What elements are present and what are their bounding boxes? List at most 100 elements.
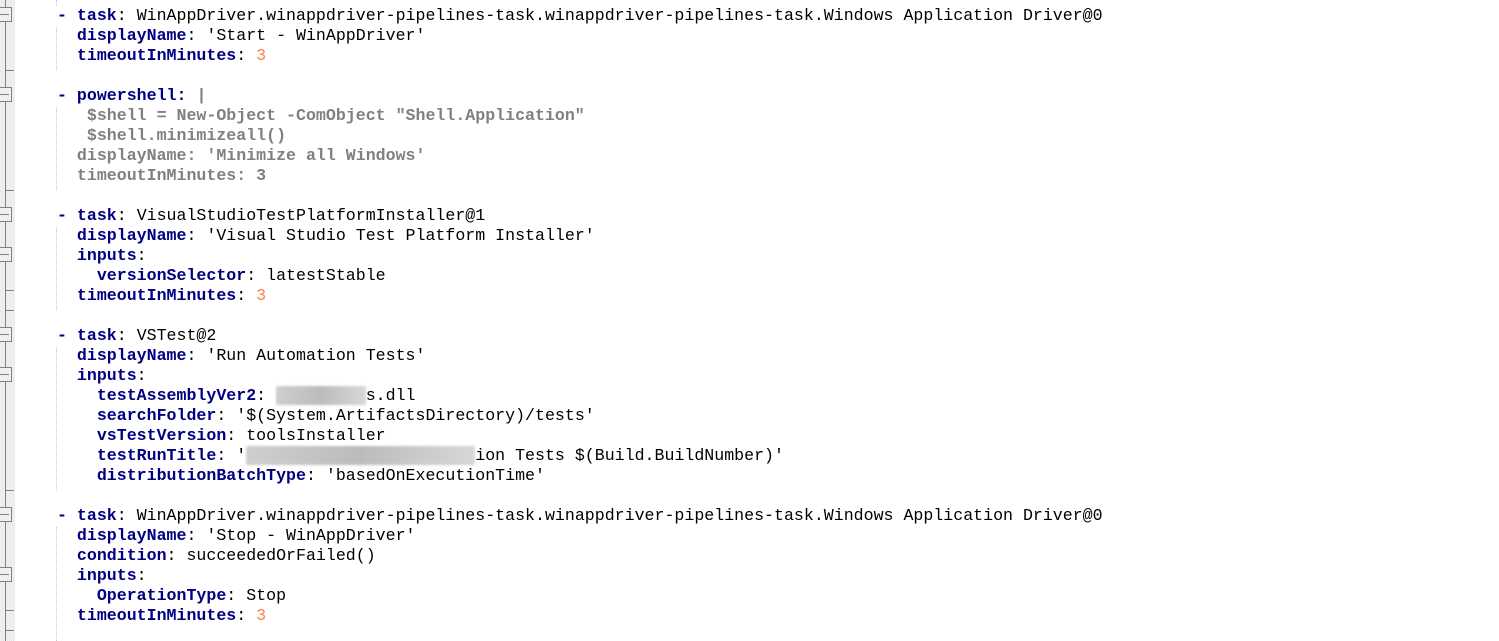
yaml-value: 'Stop - WinAppDriver' <box>206 526 416 545</box>
code-text-disabled: $shell.minimizeall() <box>86 126 287 145</box>
code-line[interactable]: - task: VisualStudioTestPlatformInstalle… <box>57 206 1103 226</box>
yaml-value: WinAppDriver.winappdriver-pipelines-task… <box>136 6 1103 25</box>
code-line[interactable]: - powershell: | <box>57 86 1103 106</box>
yaml-separator: : <box>136 246 147 265</box>
yaml-separator: : <box>256 386 277 405</box>
code-line[interactable]: displayName: 'Minimize all Windows' <box>57 146 1103 166</box>
yaml-separator: : <box>186 346 207 365</box>
yaml-separator: : <box>226 586 247 605</box>
yaml-value: ' <box>236 446 247 465</box>
collapse-fold-icon[interactable] <box>0 247 12 262</box>
yaml-separator: : <box>176 86 197 105</box>
yaml-key: inputs <box>76 246 137 265</box>
code-line[interactable]: displayName: 'Start - WinAppDriver' <box>57 26 1103 46</box>
collapse-fold-icon[interactable] <box>0 367 12 382</box>
list-dash: - <box>57 86 77 105</box>
code-line[interactable]: searchFolder: '$(System.ArtifactsDirecto… <box>57 406 1103 426</box>
code-line[interactable]: - task: WinAppDriver.winappdriver-pipeli… <box>57 6 1103 26</box>
list-dash: - <box>57 506 77 525</box>
code-line[interactable]: inputs: <box>57 566 1103 586</box>
code-line[interactable]: testAssemblyVer2: AFVUITests.dll <box>57 386 1103 406</box>
yaml-key: OperationType <box>96 586 227 605</box>
collapse-fold-icon[interactable] <box>0 87 12 102</box>
code-line[interactable] <box>57 186 1103 206</box>
code-line[interactable] <box>57 306 1103 326</box>
yaml-key: displayName <box>76 226 187 245</box>
yaml-value: latestStable <box>266 266 386 285</box>
indent-guide <box>56 0 57 6</box>
code-line[interactable]: OperationType: Stop <box>57 586 1103 606</box>
fold-end-marker <box>5 70 14 71</box>
yaml-value: WinAppDriver.winappdriver-pipelines-task… <box>136 506 1103 525</box>
yaml-key: powershell <box>76 86 177 105</box>
list-dash: - <box>57 6 77 25</box>
fold-line <box>5 0 6 641</box>
fold-gutter <box>0 0 15 641</box>
yaml-separator: : <box>116 326 137 345</box>
yaml-key: distributionBatchType <box>96 466 306 485</box>
code-line[interactable]: timeoutInMinutes: 3 <box>57 166 1103 186</box>
yaml-separator: : <box>236 286 257 305</box>
yaml-value: '$(System.ArtifactsDirectory)/tests' <box>236 406 595 425</box>
code-line[interactable] <box>57 486 1103 506</box>
fold-end-marker <box>5 630 14 631</box>
yaml-key: timeoutInMinutes <box>76 46 237 65</box>
collapse-fold-icon[interactable] <box>0 507 12 522</box>
indent-guide <box>56 27 57 70</box>
yaml-value: s.dll <box>365 386 416 405</box>
collapse-fold-icon[interactable] <box>0 567 12 582</box>
code-line[interactable]: $shell = New-Object -ComObject "Shell.Ap… <box>57 106 1103 126</box>
yaml-key: testRunTitle <box>96 446 217 465</box>
code-line[interactable]: displayName: 'Visual Studio Test Platfor… <box>57 226 1103 246</box>
code-line[interactable]: - task: VSTest@2 <box>57 326 1103 346</box>
yaml-separator: : <box>236 606 257 625</box>
code-line[interactable] <box>57 66 1103 86</box>
code-text-disabled: timeoutInMinutes: 3 <box>76 166 267 185</box>
yaml-separator: : <box>136 366 147 385</box>
yaml-value: VisualStudioTestPlatformInstaller@1 <box>136 206 486 225</box>
yaml-key: displayName <box>76 26 187 45</box>
yaml-separator: : <box>216 406 237 425</box>
code-line[interactable]: - task: WinAppDriver.winappdriver-pipeli… <box>57 506 1103 526</box>
yaml-separator: : <box>186 26 207 45</box>
code-line[interactable]: vsTestVersion: toolsInstaller <box>57 426 1103 446</box>
code-line[interactable]: timeoutInMinutes: 3 <box>57 286 1103 306</box>
code-line[interactable]: inputs: <box>57 246 1103 266</box>
code-line[interactable]: displayName: 'Run Automation Tests' <box>57 346 1103 366</box>
code-line[interactable]: testRunTitle: 'AutoPIPE Vessel Automatio… <box>57 446 1103 466</box>
yaml-separator: : <box>236 46 257 65</box>
code-line[interactable]: versionSelector: latestStable <box>57 266 1103 286</box>
indent-guide <box>56 107 57 190</box>
code-text-disabled: displayName: 'Minimize all Windows' <box>76 146 426 165</box>
collapse-fold-icon[interactable] <box>0 7 12 22</box>
yaml-key: versionSelector <box>96 266 247 285</box>
code-line[interactable]: timeoutInMinutes: 3 <box>57 606 1103 626</box>
yaml-key: displayName <box>76 346 187 365</box>
collapse-fold-icon[interactable] <box>0 207 12 222</box>
yaml-separator: : <box>116 206 137 225</box>
collapse-fold-icon[interactable] <box>0 327 12 342</box>
yaml-value: 'basedOnExecutionTime' <box>325 466 545 485</box>
indent-guide <box>56 347 57 490</box>
code-line[interactable]: timeoutInMinutes: 3 <box>57 46 1103 66</box>
yaml-value: 3 <box>256 46 267 65</box>
yaml-value: VSTest@2 <box>136 326 217 345</box>
list-dash: - <box>57 326 77 345</box>
code-line[interactable]: condition: succeededOrFailed() <box>57 546 1103 566</box>
yaml-value: 'Run Automation Tests' <box>206 346 426 365</box>
yaml-key: searchFolder <box>96 406 217 425</box>
yaml-separator: : <box>246 266 267 285</box>
fold-end-marker <box>5 610 14 611</box>
yaml-value: 3 <box>256 286 267 305</box>
code-line[interactable]: displayName: 'Stop - WinAppDriver' <box>57 526 1103 546</box>
yaml-separator: : <box>116 506 137 525</box>
yaml-key: task <box>76 206 117 225</box>
yaml-code-editor[interactable]: - task: WinAppDriver.winappdriver-pipeli… <box>57 6 1103 626</box>
yaml-key: inputs <box>76 366 137 385</box>
yaml-value: | <box>196 86 207 105</box>
code-line[interactable]: inputs: <box>57 366 1103 386</box>
yaml-key: condition <box>76 546 167 565</box>
code-line[interactable]: $shell.minimizeall() <box>57 126 1103 146</box>
code-line[interactable]: distributionBatchType: 'basedOnExecution… <box>57 466 1103 486</box>
yaml-value: 3 <box>256 606 267 625</box>
